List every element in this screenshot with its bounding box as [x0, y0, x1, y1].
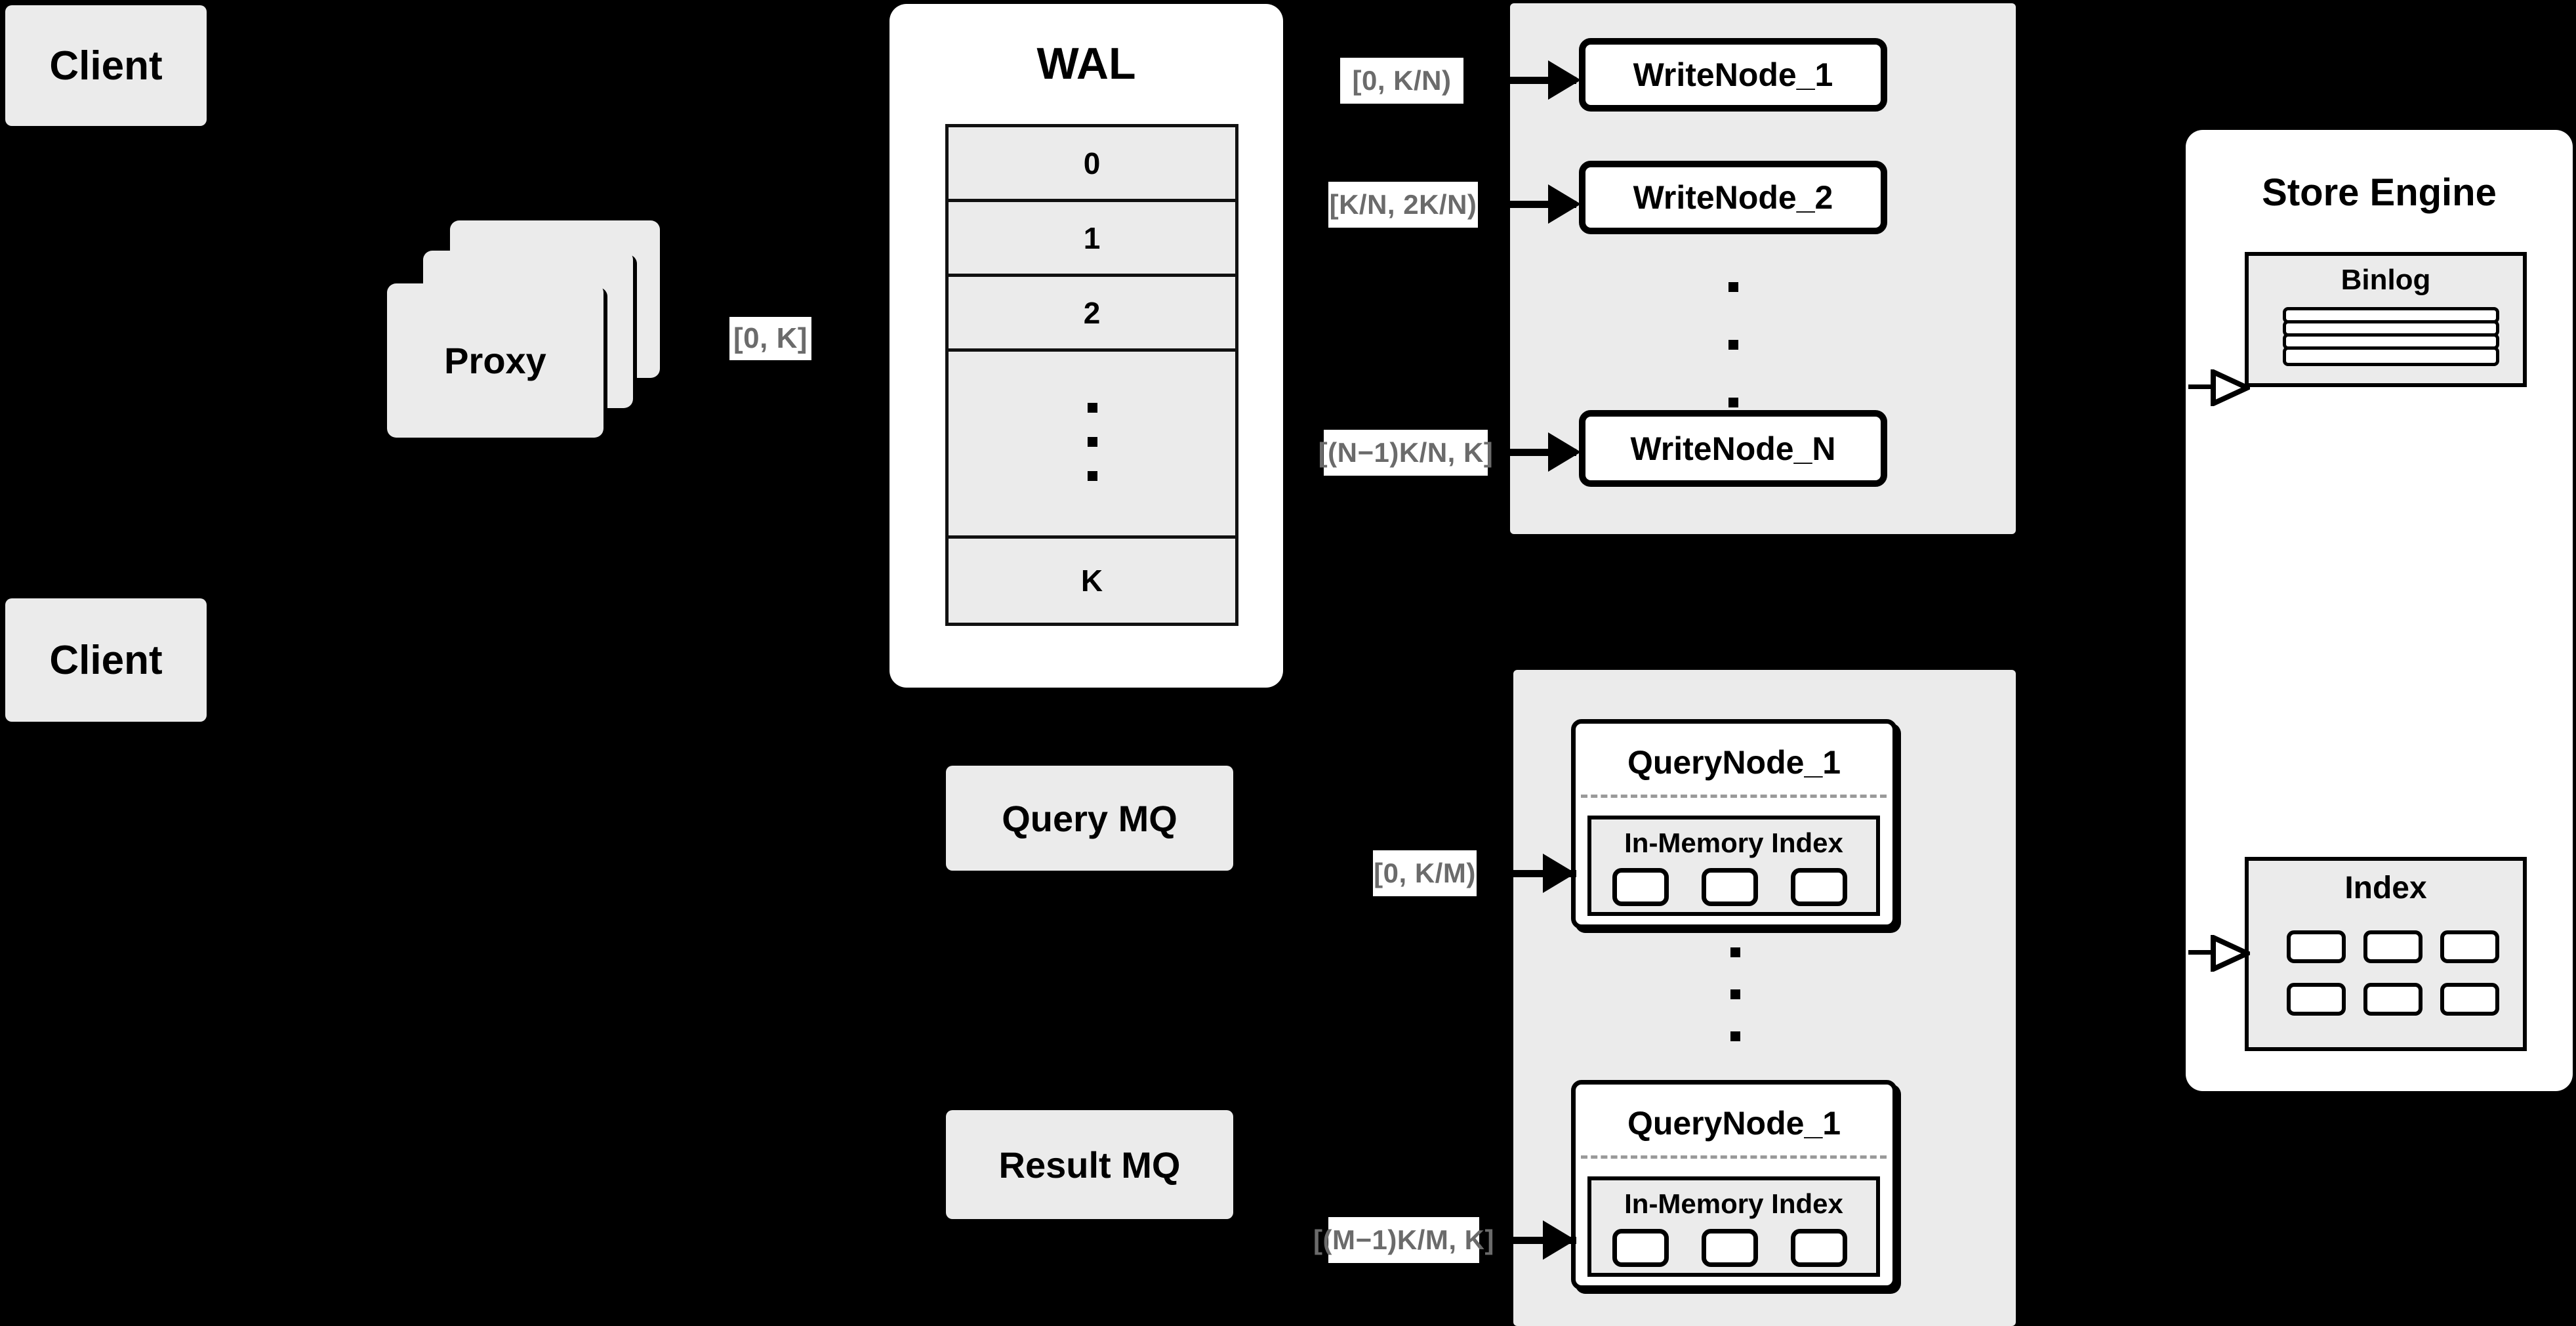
edge-label-proxy-to-wal: [0, K] [729, 317, 811, 360]
wal-title: WAL [1036, 39, 1136, 89]
edge-label-query-1: [0, K/M) [1373, 850, 1477, 896]
edge-label-write-n: [(N−1)K/N, K] [1319, 430, 1493, 476]
index-cell-6[interactable] [2440, 983, 2499, 1016]
edge-label-write-n-text: [(N−1)K/N, K] [1318, 437, 1494, 468]
arrow-head-query-m [1543, 1220, 1576, 1260]
arrow-line-write-1 [1471, 77, 1576, 84]
arrow-line-index [2188, 950, 2218, 955]
client-box-2-label: Client [49, 637, 163, 683]
binlog-entry-4[interactable] [2283, 346, 2499, 366]
wal-row-k[interactable]: K [949, 539, 1235, 623]
wal-table: 0 1 2 K [945, 124, 1238, 626]
edge-label-query-m-text: [(M−1)K/M, K] [1313, 1224, 1494, 1255]
wal-row-2[interactable]: 2 [949, 277, 1235, 352]
query-cluster-ellipsis-dot-3 [1730, 1031, 1740, 1041]
wal-panel: WAL 0 1 2 K [889, 4, 1283, 688]
client-box-2[interactable]: Client [5, 598, 207, 722]
binlog-title: Binlog [2341, 264, 2431, 296]
wal-row-ellipsis [949, 352, 1235, 539]
wal-ellipsis-dot-3 [1087, 471, 1097, 481]
write-node-2-label: WriteNode_2 [1633, 179, 1833, 216]
client-box-1[interactable]: Client [5, 5, 207, 126]
arrow-head-write-2 [1548, 184, 1581, 224]
arrow-line-binlog [2188, 384, 2218, 389]
query-cluster-ellipsis-dot-1 [1730, 947, 1740, 957]
proxy-box[interactable]: Proxy [387, 283, 603, 438]
write-cluster-ellipsis-dot-2 [1728, 340, 1738, 350]
query-node-1-segment-2[interactable] [1702, 868, 1758, 906]
wal-row-0[interactable]: 0 [949, 127, 1235, 202]
query-node-m-memory-index: In-Memory Index [1587, 1176, 1880, 1277]
query-mq-label: Query MQ [1002, 797, 1177, 839]
write-node-cluster: WriteNode_1 WriteNode_2 WriteNode_N [1510, 3, 2016, 534]
index-cell-3[interactable] [2440, 930, 2499, 963]
index-cell-5[interactable] [2363, 983, 2423, 1016]
edge-label-query-1-text: [0, K/M) [1374, 858, 1476, 888]
query-mq-box[interactable]: Query MQ [946, 766, 1233, 871]
query-node-m-label: QueryNode_1 [1627, 1105, 1841, 1142]
arrow-line-query-m [1471, 1237, 1576, 1244]
query-node-m-segment-1[interactable] [1612, 1229, 1669, 1267]
query-node-m[interactable]: QueryNode_1 In-Memory Index [1571, 1080, 1897, 1290]
wal-ellipsis-dot-1 [1087, 403, 1097, 413]
edge-label-proxy-to-wal-text: [0, K] [733, 322, 808, 354]
edge-label-write-1: [0, K/N) [1340, 58, 1463, 104]
wal-row-k-label: K [1080, 564, 1103, 598]
query-node-1-memory-index-label: In-Memory Index [1624, 827, 1843, 858]
arrow-line-write-n [1471, 449, 1576, 456]
query-node-m-segment-2[interactable] [1702, 1229, 1758, 1267]
index-box: Index [2245, 857, 2527, 1051]
edge-label-write-2-text: [K/N, 2K/N) [1329, 189, 1477, 220]
write-node-2[interactable]: WriteNode_2 [1579, 161, 1887, 234]
arrow-head-binlog-icon [2211, 369, 2250, 406]
wal-row-2-label: 2 [1083, 295, 1101, 330]
query-node-m-separator [1581, 1155, 1887, 1159]
query-node-m-segment-3[interactable] [1791, 1229, 1847, 1267]
wal-row-1-label: 1 [1083, 220, 1101, 255]
arrow-line-write-2 [1471, 201, 1576, 208]
query-node-1[interactable]: QueryNode_1 In-Memory Index [1571, 719, 1897, 929]
edge-label-write-1-text: [0, K/N) [1352, 65, 1452, 96]
write-node-1[interactable]: WriteNode_1 [1579, 38, 1887, 112]
binlog-box: Binlog [2245, 252, 2527, 387]
index-cell-1[interactable] [2287, 930, 2346, 963]
query-node-m-memory-index-label: In-Memory Index [1624, 1188, 1843, 1219]
arrow-line-query-1 [1471, 870, 1576, 877]
write-node-n[interactable]: WriteNode_N [1579, 410, 1887, 487]
query-node-1-label: QueryNode_1 [1627, 744, 1841, 781]
index-title: Index [2344, 871, 2427, 905]
query-cluster-ellipsis-dot-2 [1730, 989, 1740, 999]
write-node-n-label: WriteNode_N [1630, 430, 1836, 467]
result-mq-box[interactable]: Result MQ [946, 1110, 1233, 1219]
arrow-head-write-1 [1548, 60, 1581, 100]
client-box-1-label: Client [49, 43, 163, 89]
query-node-1-segment-3[interactable] [1791, 868, 1847, 906]
query-node-1-segment-1[interactable] [1612, 868, 1669, 906]
index-cell-2[interactable] [2363, 930, 2423, 963]
query-node-1-memory-index: In-Memory Index [1587, 816, 1880, 916]
write-node-1-label: WriteNode_1 [1633, 56, 1833, 93]
edge-label-write-2: [K/N, 2K/N) [1328, 182, 1478, 228]
store-engine-title: Store Engine [2262, 171, 2497, 214]
wal-ellipsis-dot-2 [1087, 437, 1097, 447]
wal-row-0-label: 0 [1083, 146, 1101, 180]
query-node-1-separator [1581, 795, 1887, 798]
store-engine-panel: Store Engine Binlog Index [2186, 130, 2573, 1091]
edge-label-query-m: [(M−1)K/M, K] [1313, 1217, 1494, 1263]
result-mq-label: Result MQ [998, 1144, 1181, 1186]
wal-row-1[interactable]: 1 [949, 202, 1235, 277]
write-cluster-ellipsis-dot-3 [1728, 398, 1738, 407]
index-cell-4[interactable] [2287, 983, 2346, 1016]
query-node-cluster: QueryNode_1 In-Memory Index QueryNode_1 … [1513, 670, 2016, 1326]
arrow-head-index-icon [2211, 935, 2250, 972]
arrow-head-write-n [1548, 432, 1581, 472]
proxy-label: Proxy [444, 340, 546, 381]
arrow-head-query-1 [1543, 854, 1576, 893]
write-cluster-ellipsis-dot-1 [1728, 282, 1738, 292]
